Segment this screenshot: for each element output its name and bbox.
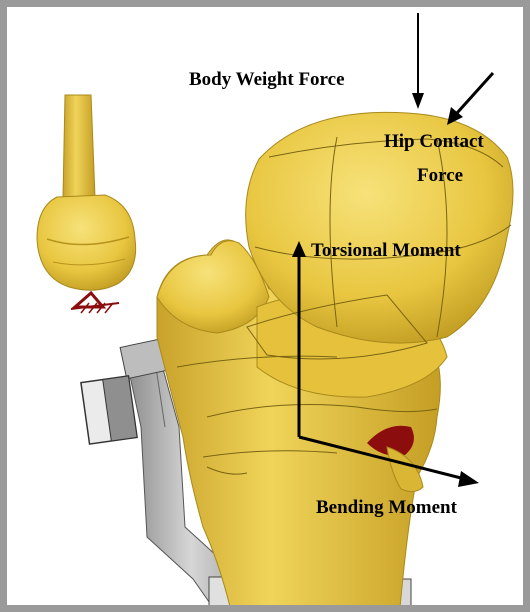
- body-weight-force-label: Body Weight Force: [189, 69, 345, 91]
- fixed-support-icon: [71, 293, 119, 313]
- hip-contact-force-label-line2: Force: [417, 165, 463, 187]
- knee-condyle: [37, 95, 136, 290]
- body-weight-force-arrow: [412, 13, 424, 109]
- hip-contact-force-label-line1: Hip Contact: [384, 131, 484, 153]
- proximal-femur: [157, 112, 513, 612]
- femur-model-scene: [7, 7, 530, 612]
- hip-contact-force-arrow: [447, 73, 493, 125]
- torsional-moment-label: Torsional Moment: [311, 240, 461, 262]
- bending-moment-label: Bending Moment: [316, 497, 457, 519]
